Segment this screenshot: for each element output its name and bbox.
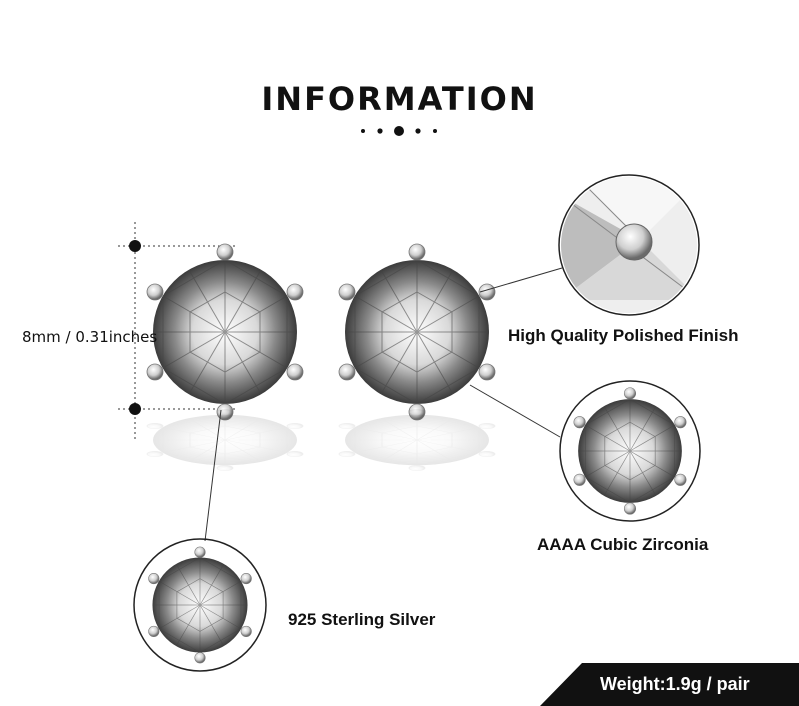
dimension-bottom-marker bbox=[129, 403, 141, 415]
metal-detail-icon bbox=[133, 538, 267, 672]
stud-reflection-left bbox=[146, 408, 304, 472]
metal-label: 925 Sterling Silver bbox=[288, 610, 436, 629]
gem-stud-icon bbox=[338, 243, 496, 421]
stone-detail-icon bbox=[559, 380, 701, 522]
finish-label: High Quality Polished Finish bbox=[508, 326, 739, 345]
stone-label: AAAA Cubic Zirconia bbox=[537, 535, 709, 554]
callout-lines bbox=[204, 267, 563, 542]
weight-label: Weight:1.9g / pair bbox=[600, 674, 750, 694]
page-title: INFORMATION bbox=[261, 80, 538, 118]
weight-banner bbox=[540, 663, 799, 706]
stud-reflection-right bbox=[338, 408, 496, 472]
size-label: 8mm / 0.31inches bbox=[22, 328, 158, 346]
dots-divider-icon bbox=[361, 126, 437, 136]
gem-stud-icon bbox=[146, 243, 304, 421]
prong-detail-icon bbox=[558, 174, 700, 316]
dimension-top-marker bbox=[129, 240, 141, 252]
